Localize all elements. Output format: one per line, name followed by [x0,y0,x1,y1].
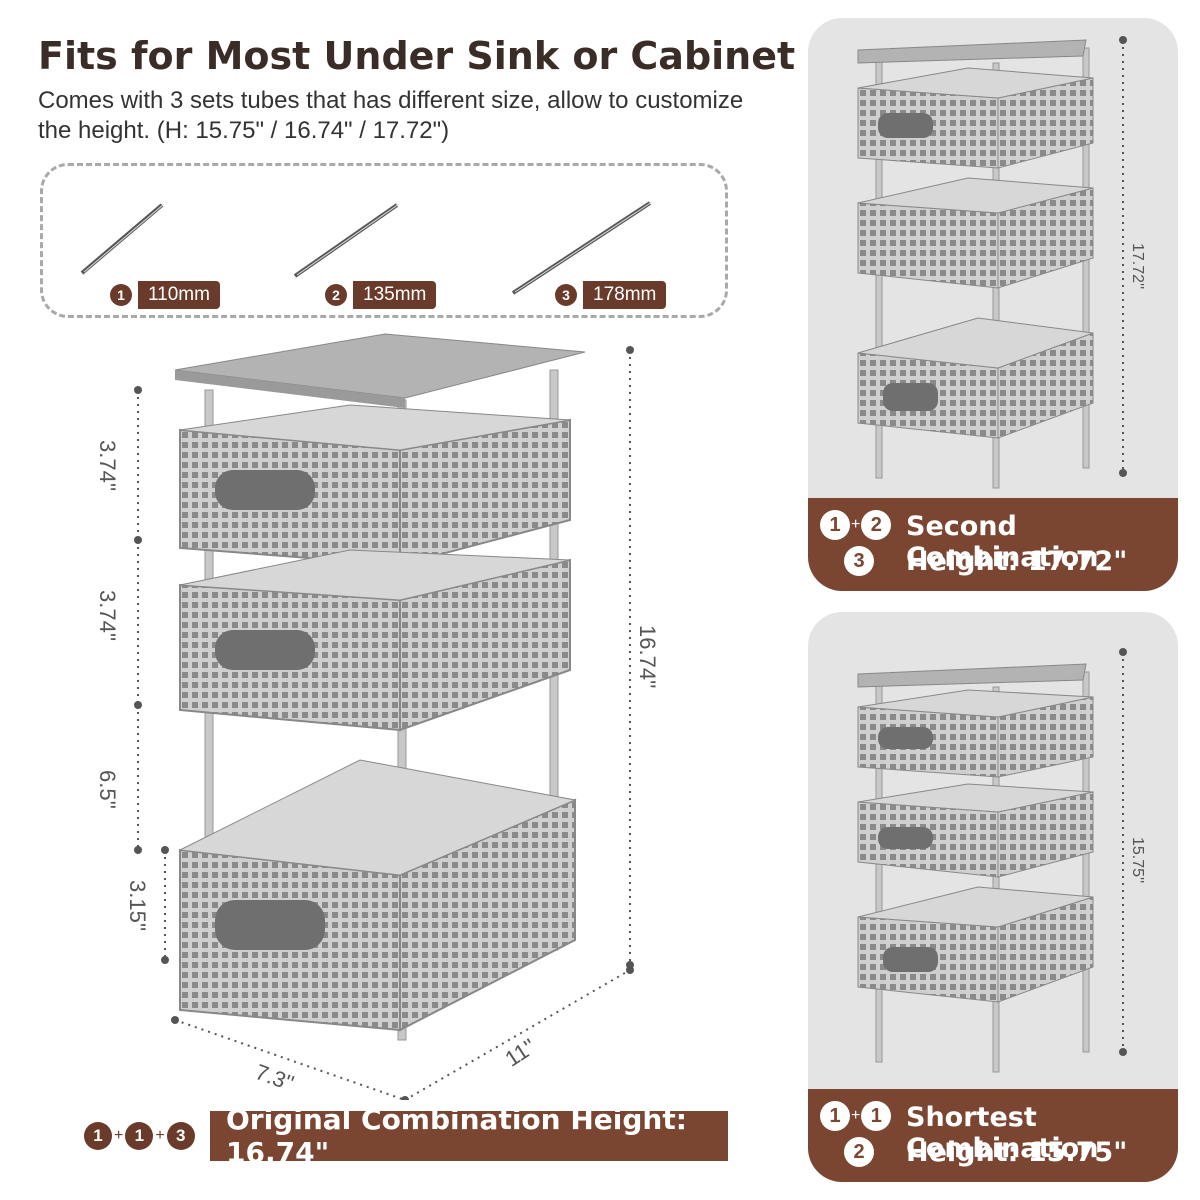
basket-middle [179,549,571,732]
basket-bottom [178,759,577,1032]
second-combination-name: Second Combination [906,511,1099,573]
dim-tier3: 6.5'' [95,770,120,809]
shortest-num-3: 2 [844,1137,874,1167]
bottom-plus-2: + [155,1127,165,1144]
second-plus: + [851,516,861,533]
page-title: Fits for Most Under Sink or Cabinet [38,34,796,78]
tube-2-number: 2 [325,284,347,306]
tube-3-number: 3 [555,284,577,306]
panel-shortest-combination: 15.75'' 1 + 1 2 Shortest Combination Hei… [808,612,1178,1182]
tube-1-number: 1 [110,284,132,306]
dim-base: 3.15'' [125,880,150,932]
shortest-combination-name: Shortest Combination [906,1102,1099,1164]
tubes-box [40,163,728,318]
shortest-height-dim: 15.75'' [1129,837,1146,884]
tube-1-highlight [83,203,165,273]
second-num-3: 3 [844,546,874,576]
main-product-illustration [134,333,634,1100]
second-numbers-row: 1 + 2 [820,510,892,540]
dim-tier2: 3.74'' [95,590,120,642]
bottom-num-2: 1 [125,1122,154,1150]
original-combination-caption: Original Combination Height: 16.74" [210,1103,728,1169]
second-combination-height: Height: 17.72" [906,546,1128,577]
second-combination-caption: 1 + 2 3 Second Combination Height: 17.72… [808,498,1178,591]
shortest-num-1: 1 [820,1101,850,1131]
page-subtitle: Comes with 3 sets tubes that has differe… [38,87,744,144]
tube-1-illustration [80,203,164,275]
second-combination-illustration [857,36,1127,489]
shortest-numbers-row: 1 + 1 [820,1101,892,1131]
dim-total-height: 16.74'' [635,625,660,689]
tube-3-highlight [514,201,653,293]
bottom-num-1: 1 [84,1122,112,1150]
shortest-combination-height: Height: 15.75" [906,1137,1128,1168]
dim-tier1: 3.74'' [95,440,120,492]
shortest-num-2: 1 [861,1101,892,1131]
tube-3-length: 178mm [583,281,667,309]
tube-2-label: 2 135mm [325,281,437,309]
second-height-dim: 17.72'' [1129,243,1146,290]
second-num-2: 2 [861,510,892,540]
shortest-combination-caption: 1 + 1 2 Shortest Combination Height: 15.… [808,1089,1178,1182]
basket-top [179,404,571,567]
second-num-1: 1 [820,510,850,540]
shortest-plus: + [851,1107,861,1124]
bottom-plus-1: + [114,1127,124,1144]
bottom-num-3: 3 [166,1122,195,1150]
tube-illustrations [80,201,653,295]
tube-2-highlight [296,203,400,276]
shortest-combination-illustration [857,648,1127,1073]
bottom-combination-numbers: 1 + 1 + 3 [84,1122,195,1150]
tube-1-length: 110mm [138,281,220,309]
tube-2-length: 135mm [353,281,437,309]
tube-1-label: 1 110mm [110,281,220,309]
tube-3-label: 3 178mm [555,281,667,309]
panel-second-combination: 17.72'' 1 + 2 3 Second Combination Heigh… [808,18,1178,591]
